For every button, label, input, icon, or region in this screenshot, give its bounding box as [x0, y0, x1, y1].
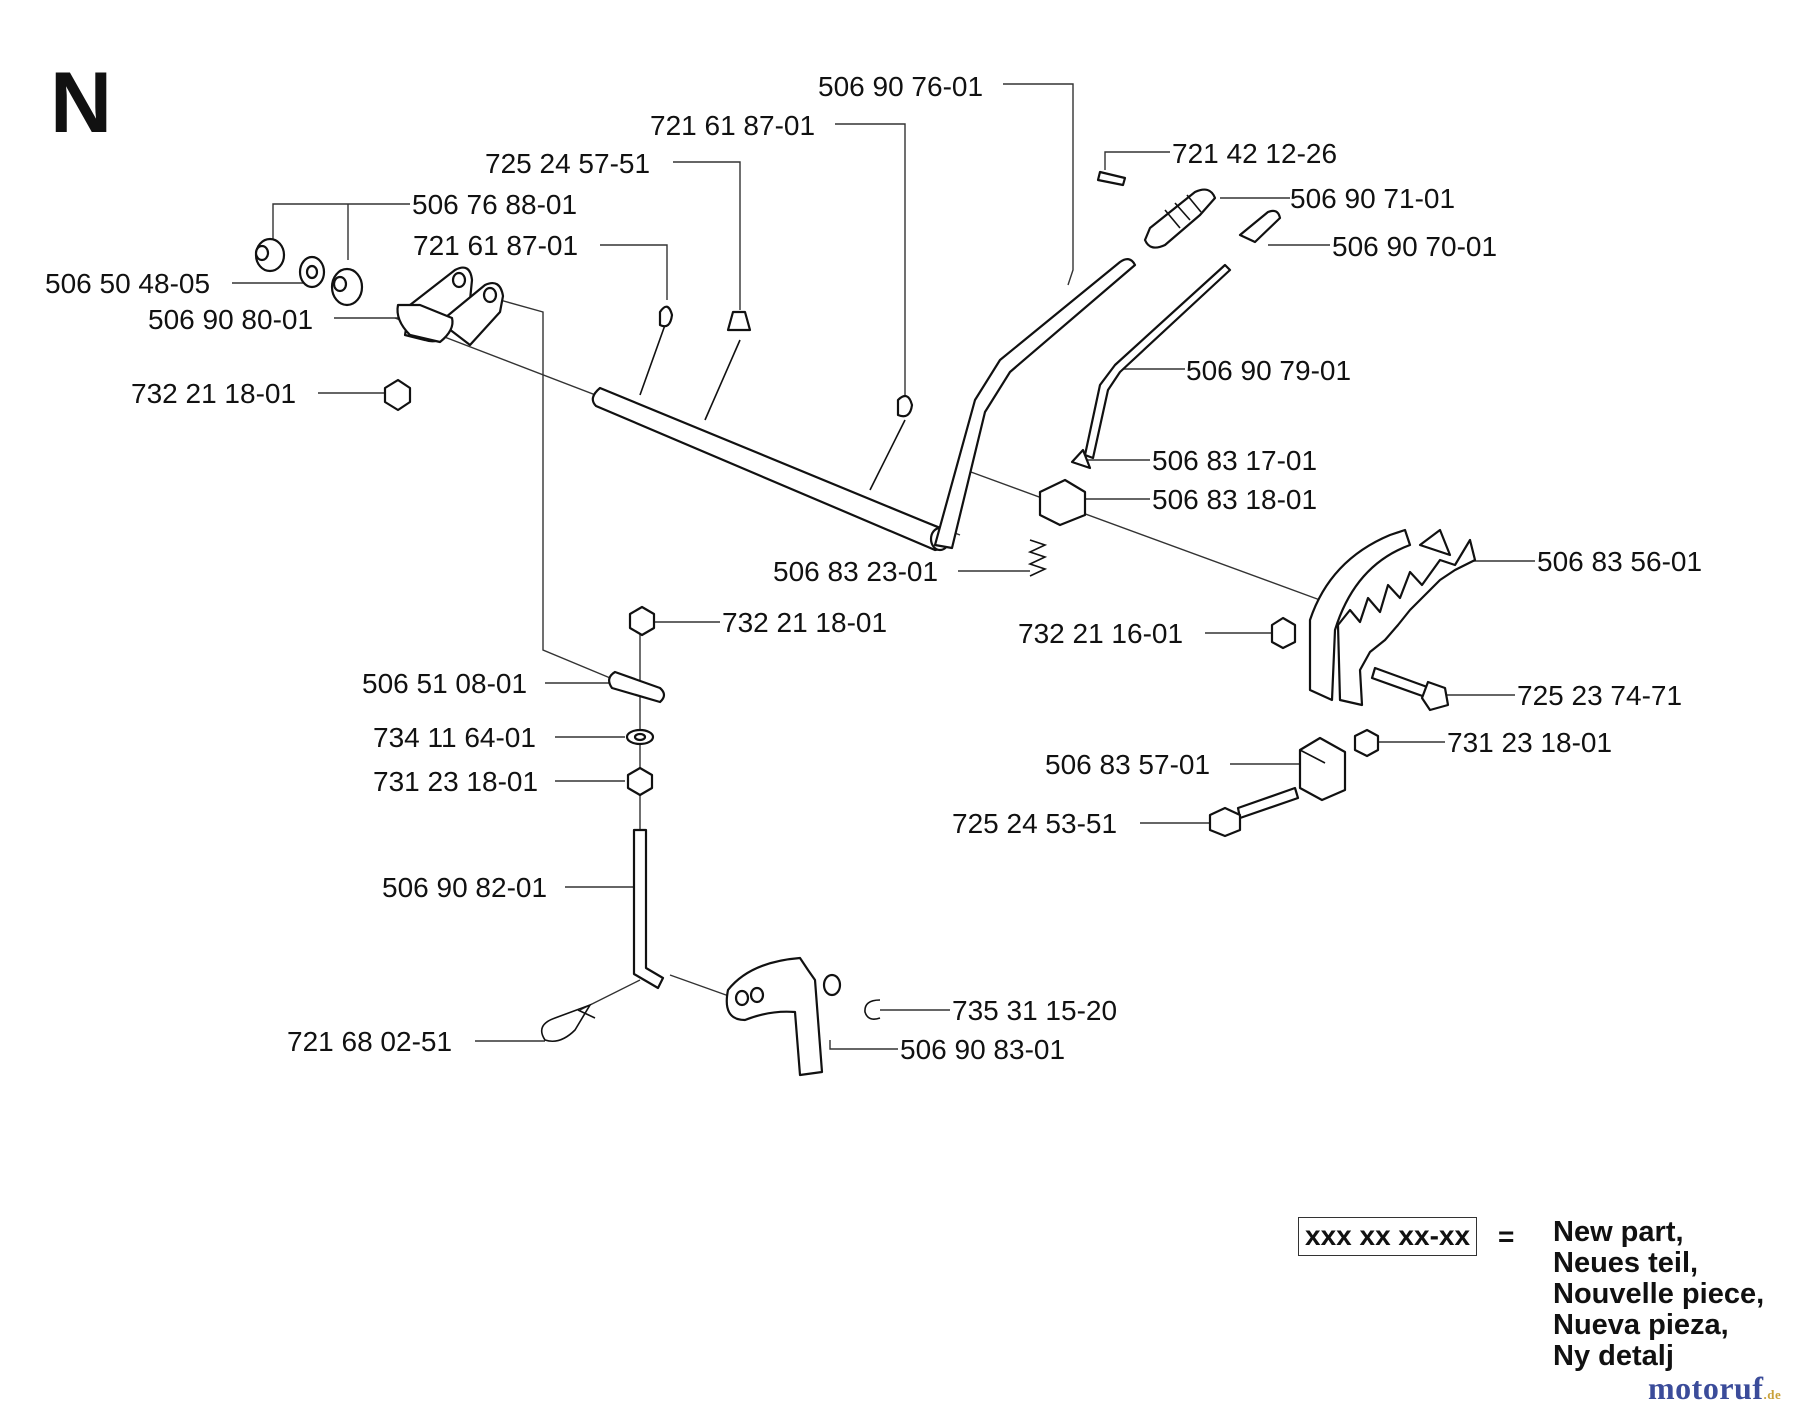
- legend-code-box: xxx xx xx-xx: [1298, 1217, 1478, 1256]
- part-label: 721 68 02-51: [287, 1026, 452, 1057]
- nut-shape: [383, 378, 412, 412]
- part-label: 732 21 18-01: [722, 607, 887, 638]
- part-label: 506 83 56-01: [1537, 546, 1702, 577]
- clamp-block-shape: [1298, 736, 1347, 802]
- part-label: 506 90 71-01: [1290, 183, 1455, 214]
- part-label: 721 61 87-01: [413, 230, 578, 261]
- push-rod-shape: [1083, 263, 1232, 460]
- part-labels: 506 90 76-01 721 61 87-01 725 24 57-51 5…: [45, 71, 1702, 1065]
- part-label: 506 90 76-01: [818, 71, 983, 102]
- legend-text: New part, Neues teil, Nouvelle piece, Nu…: [1553, 1217, 1764, 1372]
- part-label: 506 90 80-01: [148, 304, 313, 335]
- part-label: 725 24 57-51: [485, 148, 650, 179]
- part-label: 506 83 17-01: [1152, 445, 1317, 476]
- part-label: 721 42 12-26: [1172, 138, 1337, 169]
- part-label: 734 11 64-01: [373, 722, 536, 753]
- part-label: 721 61 87-01: [650, 110, 815, 141]
- watermark-name: motoruf: [1648, 1370, 1764, 1406]
- legend-line: Nouvelle piece,: [1553, 1278, 1765, 1310]
- part-label: 725 23 74-71: [1517, 680, 1682, 711]
- bracket-shape: [725, 956, 824, 1077]
- part-label: 506 50 48-05: [45, 268, 210, 299]
- part-label: 506 83 18-01: [1152, 484, 1317, 515]
- grip-shape: [1143, 188, 1217, 249]
- watermark-tld: .de: [1763, 1387, 1782, 1402]
- part-label: 506 90 70-01: [1332, 231, 1497, 262]
- legend-line: New part,: [1553, 1216, 1684, 1248]
- section-letter: N: [50, 55, 113, 151]
- legend-equals: =: [1498, 1221, 1515, 1252]
- part-label: 731 23 18-01: [1447, 727, 1612, 758]
- bolt-head-shape: [726, 310, 752, 332]
- part-label: 506 90 79-01: [1186, 355, 1351, 386]
- part-label: 506 83 23-01: [773, 556, 938, 587]
- part-label: 506 90 82-01: [382, 872, 547, 903]
- part-label: 506 76 88-01: [412, 189, 577, 220]
- part-label: 732 21 18-01: [131, 378, 296, 409]
- lever-arm-shape: [933, 258, 1137, 550]
- rod-shape: [632, 828, 665, 990]
- part-label: 735 31 15-20: [952, 995, 1117, 1026]
- part-label: 725 24 53-51: [952, 808, 1117, 839]
- new-part-legend: xxx xx xx-xx = New part, Neues teil, Nou…: [1298, 1215, 1778, 1395]
- main-shaft-shape: [591, 386, 951, 552]
- legend-line: Ny detalj: [1553, 1340, 1674, 1372]
- legend-line: Nueva pieza,: [1553, 1309, 1729, 1341]
- sector-plate-shape: [1308, 528, 1412, 702]
- part-label: 731 23 18-01: [373, 766, 538, 797]
- legend-line: Neues teil,: [1553, 1247, 1699, 1279]
- part-label: 506 83 57-01: [1045, 749, 1210, 780]
- parts-drawing: [254, 170, 1477, 1077]
- part-label: 732 21 16-01: [1018, 618, 1183, 649]
- watermark-logo: motoruf.de: [1648, 1370, 1781, 1407]
- part-label: 506 51 08-01: [362, 668, 527, 699]
- toothed-sector-shape: [1336, 538, 1477, 707]
- part-label: 506 90 83-01: [900, 1034, 1065, 1065]
